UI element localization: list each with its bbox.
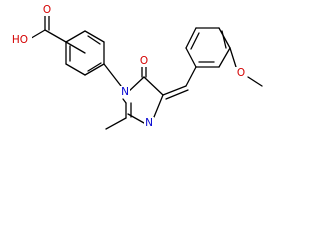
methyl-bond <box>105 117 127 130</box>
bond <box>103 63 122 87</box>
bond <box>87 35 101 45</box>
bond <box>84 30 105 43</box>
ring-nitrogen-1-label: N <box>121 86 129 98</box>
bond <box>65 30 86 43</box>
bond <box>185 47 197 68</box>
bond <box>165 89 189 100</box>
bond <box>84 63 105 76</box>
bond <box>218 27 231 49</box>
chemical-structure: HO O N O N O <box>10 4 263 130</box>
bond <box>87 62 102 72</box>
imidazolone-ring <box>122 76 164 124</box>
bond <box>221 30 227 49</box>
label-mask <box>10 34 32 46</box>
bond <box>143 76 164 96</box>
benzoic-acid-ring <box>65 30 105 76</box>
ring-oxygen-label: O <box>140 55 148 67</box>
label-mask <box>144 117 154 129</box>
bond <box>162 85 187 96</box>
methoxy-oxygen-label: O <box>237 67 245 79</box>
label-mask <box>120 86 130 98</box>
bond <box>218 47 231 68</box>
methoxyphenyl-ring <box>185 27 231 87</box>
methyl-bond <box>247 76 263 87</box>
label-mask <box>42 4 52 16</box>
label-mask <box>139 55 149 67</box>
hydroxyl-label: HO <box>12 34 28 46</box>
bond <box>229 47 237 68</box>
label-mask <box>235 67 247 79</box>
acid-oxygen-label: O <box>43 4 51 16</box>
bond <box>44 29 67 43</box>
bond <box>185 27 197 49</box>
bond <box>122 98 127 104</box>
bond <box>185 66 197 87</box>
bond <box>65 41 86 54</box>
bond <box>153 94 164 118</box>
ring-nitrogen-2-label: N <box>145 117 153 129</box>
bond <box>65 63 86 76</box>
bond <box>190 32 200 50</box>
